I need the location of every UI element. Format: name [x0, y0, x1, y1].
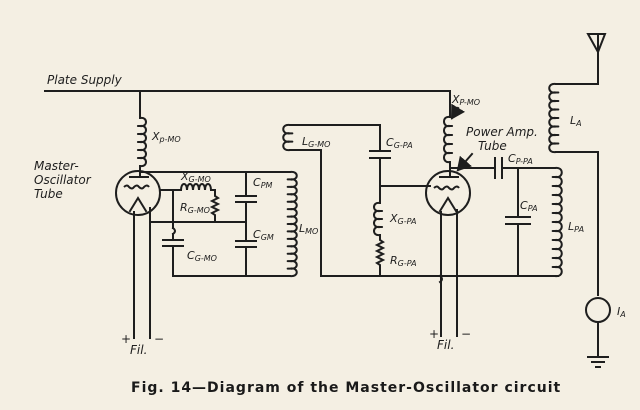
plate-supply-label: Plate Supply: [47, 73, 123, 87]
cg-mo-capacitor: [162, 239, 184, 277]
ammeter-icon: [585, 297, 611, 357]
rg-pa-label: RG-PA: [390, 254, 417, 268]
mo-fil-plus: +: [121, 332, 131, 346]
xg-mo-inductor: [180, 183, 216, 191]
l-pa-label: LPA: [568, 220, 584, 234]
master-oscillator-tube: [115, 170, 161, 216]
c-pa-capacitor: [505, 167, 531, 277]
cp-pa-capacitor: [449, 157, 556, 179]
xp-mo-label-right: XP-MO: [451, 93, 480, 107]
cpm-label: CPM: [253, 176, 273, 190]
mo-tube-label-1: Master-: [34, 159, 79, 173]
pa-fil-plus: +: [429, 327, 439, 341]
pa-tube-label-2: Tube: [478, 139, 507, 153]
ammeter-label: IA: [617, 305, 626, 319]
lg-mo-inductor: [282, 123, 381, 277]
power-amp-tube: [425, 170, 471, 216]
xp-mo-arrow: [450, 103, 466, 120]
pa-fil-label: Fil.: [437, 338, 454, 352]
xp-mo-inductor-right: [443, 90, 454, 173]
mo-tube-label-2: Oscillator: [34, 173, 92, 187]
pa-filament-leads: [440, 209, 458, 337]
l-mo-inductor: [286, 170, 298, 278]
xg-mo-label: XG-MO: [180, 170, 211, 184]
c-pa-label: CPA: [520, 199, 538, 213]
mo-fil-minus: −: [154, 332, 164, 346]
cg-pa-capacitor: [369, 124, 431, 187]
l-a-inductor: [548, 82, 599, 296]
rg-mo-resistor: [209, 189, 221, 223]
cg-mo-label: CG-MO: [187, 249, 217, 263]
figure-caption: Fig. 14—Diagram of the Master-Oscillator…: [131, 380, 561, 396]
cgm-label: CGM: [253, 228, 274, 242]
rg-mo-label: RG-MO: [180, 201, 210, 215]
ground-icon: [587, 356, 609, 368]
pa-bottom-bus: [320, 274, 559, 284]
pa-fil-minus: −: [461, 327, 471, 341]
cgm-capacitor: [235, 240, 257, 277]
cg-pa-label: CG-PA: [386, 136, 413, 150]
lg-mo-label: LG-MO: [302, 135, 330, 149]
mo-fil-label: Fil.: [130, 343, 147, 357]
xp-mo-label-left: Xp-MO: [151, 130, 181, 144]
rg-pa-resistor: [374, 234, 386, 277]
pa-tube-label-1: Power Amp.: [466, 125, 538, 139]
mo-tube-label-3: Tube: [34, 187, 63, 201]
xg-pa-label: XG-PA: [389, 212, 417, 226]
xg-pa-inductor: [373, 185, 384, 237]
antenna-icon: [555, 33, 607, 85]
l-pa-inductor: [551, 166, 563, 278]
cpm-capacitor: [235, 171, 257, 242]
xp-mo-inductor-left: [136, 90, 147, 173]
mo-filament-leads: [133, 207, 151, 339]
l-a-label: LA: [570, 114, 582, 128]
cp-pa-label: CP-PA: [508, 152, 533, 166]
l-mo-label: LMO: [299, 222, 318, 236]
mo-grid-wire: [159, 189, 182, 241]
